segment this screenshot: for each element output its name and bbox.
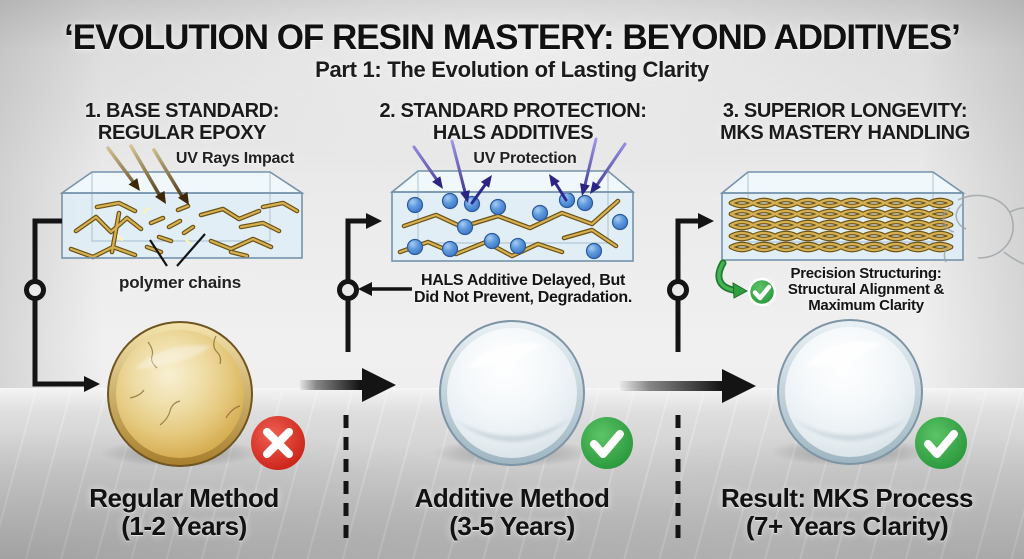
precision-note-line2: Structural Alignment & — [787, 281, 945, 298]
hals-note-line1: HALS Additive Delayed, But — [420, 272, 626, 289]
stage1-result-line2: (1-2 Years) — [121, 511, 247, 541]
hals-note-line2: Did Not Prevent, Degradation. — [414, 288, 632, 306]
uv-rays-arrows — [106, 144, 189, 205]
x-mark-icon — [251, 416, 305, 470]
precision-note-line1: Precision Structuring: — [790, 265, 942, 282]
page-subtitle: Part 1: The Evolution of Lasting Clarity — [315, 57, 709, 82]
hals-note: HALS Additive Delayed, But Did Not Preve… — [414, 272, 632, 306]
uv-damage-glints — [117, 207, 192, 245]
check-icon-small — [747, 277, 777, 307]
stage3-heading-line1: 3. SUPERIOR LONGEVITY: — [722, 100, 968, 122]
stage1-heading-line2: REGULAR EPOXY — [97, 121, 267, 144]
polymer-chains-caption: polymer chains — [119, 273, 241, 292]
stage2-result: Additive Method (3-5 Years) — [415, 484, 610, 540]
clear-disc-additive — [439, 320, 585, 466]
stage1-result-line1: Regular Method — [89, 483, 279, 513]
stage3-heading-line2: MKS MASTERY HANDLING — [720, 121, 970, 144]
stage3-result: Result: MKS Process (7+ Years Clarity) — [720, 483, 974, 541]
stage2-heading-line2: HALS ADDITIVES — [432, 121, 594, 144]
check-mark-icon — [915, 417, 967, 469]
clear-disc-mks — [777, 319, 923, 465]
amber-disc — [107, 321, 253, 467]
node-dot-3 — [667, 279, 689, 301]
stage3-result-line2: (7+ Years Clarity) — [745, 511, 949, 541]
stage1-result: Regular Method (1-2 Years) — [89, 483, 279, 541]
node-dot-1 — [24, 279, 46, 301]
stage1-heading-line1: 1. BASE STANDARD: — [85, 100, 279, 122]
precision-note: Precision Structuring: Structural Alignm… — [787, 265, 945, 314]
stage2-result-line2: (3-5 Years) — [449, 511, 575, 541]
caption-pointer-lines — [149, 233, 206, 267]
connector-stage2 — [345, 218, 366, 352]
uv-protection-arrows — [412, 137, 627, 205]
stage2-heading-line1: 2. STANDARD PROTECTION: — [379, 100, 647, 122]
node-dot-2 — [337, 279, 359, 301]
stage2-heading: 2. STANDARD PROTECTION: HALS ADDITIVES — [379, 100, 647, 144]
stage2-result-line1: Additive Method — [414, 483, 610, 513]
flow-connectors — [24, 213, 756, 545]
stage3-heading: 3. SUPERIOR LONGEVITY: MKS MASTERY HANDL… — [720, 100, 970, 144]
precision-arrow — [715, 259, 749, 299]
stage1-heading: 1. BASE STANDARD: REGULAR EPOXY — [85, 100, 279, 144]
uv-protection-label: UV Protection — [473, 150, 577, 167]
check-mark-icon — [581, 417, 633, 469]
stage3-result-line1: Result: MKS Process — [720, 483, 974, 513]
precision-note-line3: Maximum Clarity — [808, 297, 924, 314]
hand-sketch — [942, 194, 1024, 265]
connector-stage1 — [32, 218, 86, 387]
page-title: ‘EVOLUTION OF RESIN MASTERY: BEYOND ADDI… — [64, 18, 961, 57]
uv-rays-label: UV Rays Impact — [175, 150, 295, 167]
connector-stage3 — [675, 218, 698, 352]
